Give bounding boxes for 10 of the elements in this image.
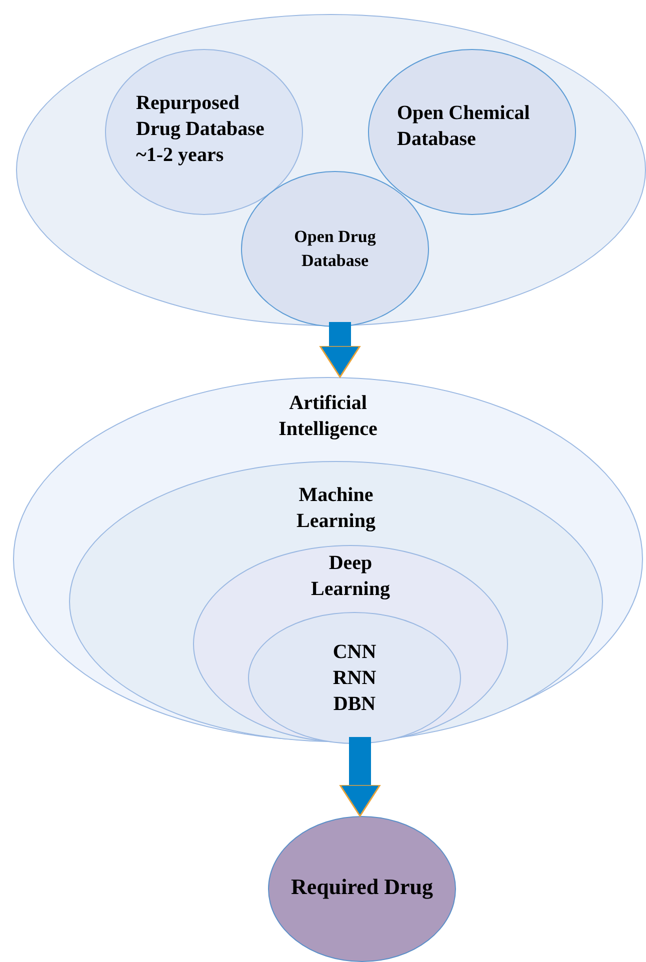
- node-label: Open Drug Database: [293, 226, 377, 272]
- node-label: Required Drug: [290, 873, 434, 901]
- node-label: Deep Learning: [310, 551, 391, 602]
- node-label: CNN RNN DBN: [332, 640, 378, 717]
- node-label: Machine Learning: [296, 483, 376, 534]
- node-label: Artificial Intelligence: [278, 391, 378, 442]
- block-arrow: [339, 737, 381, 817]
- node-label: Repurposed Drug Database ~1-2 years: [135, 91, 266, 168]
- block-arrow: [319, 322, 361, 378]
- node-label: Open Chemical Database: [396, 101, 531, 152]
